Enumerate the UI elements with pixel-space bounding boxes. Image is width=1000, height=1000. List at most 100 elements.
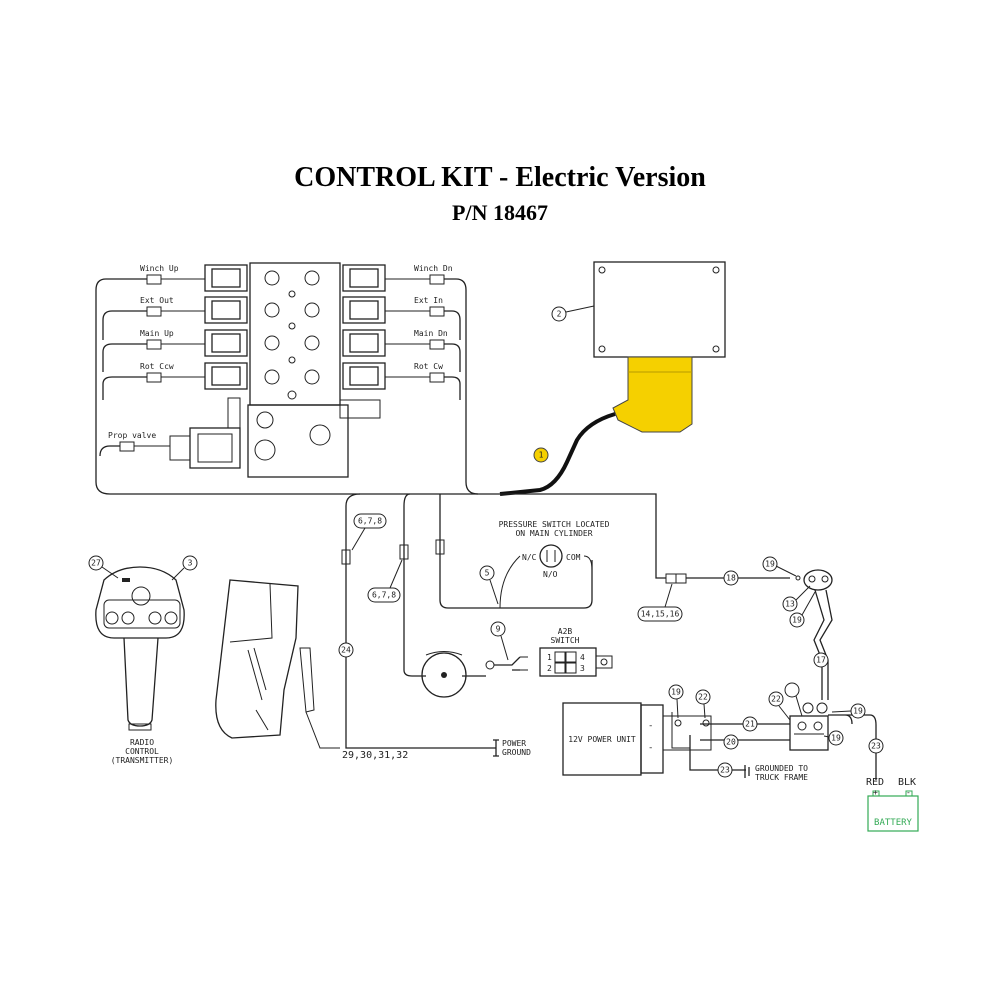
power-ground: POWER GROUND (493, 739, 531, 757)
callout-9: 9 (490, 621, 509, 661)
receiver-connector (612, 356, 693, 433)
svg-text:19: 19 (831, 734, 841, 743)
radio-line1: RADIO (130, 738, 154, 747)
svg-text:23: 23 (871, 742, 881, 751)
callout-13: 13 (782, 585, 811, 612)
truck-ground-line1: GROUNDED TO (755, 764, 808, 773)
callout-19-b: 19 (789, 591, 816, 628)
callout-19-a: 19 (762, 556, 797, 577)
svg-text:21: 21 (745, 720, 755, 729)
label-prop-valve: Prop valve (108, 431, 156, 440)
svg-text:19: 19 (671, 688, 681, 697)
a2b-pin-3: 3 (580, 664, 585, 673)
valve-labels-right: Winch Dn Ext In Main Dn Rot Cw (414, 264, 453, 371)
pressure-switch: PRESSURE SWITCH LOCATED ON MAIN CYLINDER… (499, 520, 610, 609)
svg-text:19: 19 (792, 616, 802, 625)
valve-labels-left: Winch Up Ext Out Main Up Rot Ccw Prop va… (108, 264, 179, 440)
cable-reel (421, 651, 495, 698)
pressure-switch-nc: N/C (522, 553, 537, 562)
callouts: 1 2 3 27 5 9 6,7,8 6,7,8 (88, 305, 884, 778)
a2b-switch: A2B SWITCH 1 4 2 3 (520, 627, 613, 677)
a2b-pin-4: 4 (580, 653, 585, 662)
svg-text:5: 5 (485, 569, 490, 578)
callout-21: 21 (742, 716, 758, 732)
battery-plus: + (873, 788, 878, 797)
svg-text:3: 3 (188, 559, 193, 568)
inline-connectors (341, 539, 687, 584)
battery-red: RED (866, 777, 884, 788)
svg-text:29,30,31,32: 29,30,31,32 (342, 750, 408, 761)
power-ground-line1: POWER (502, 739, 526, 748)
left-solenoids (204, 264, 248, 390)
valve-harness (95, 278, 479, 495)
label-main-up: Main Up (140, 329, 174, 338)
truck-frame-ground: GROUNDED TO TRUCK FRAME (755, 764, 808, 782)
a2b-pin-1: 1 (547, 653, 552, 662)
power-ground-line2: GROUND (502, 748, 531, 757)
right-solenoids (342, 264, 386, 390)
callout-2: 2 (551, 305, 595, 322)
pressure-switch-no: N/O (543, 570, 558, 579)
label-winch-up: Winch Up (140, 264, 179, 273)
main-harness-cable (499, 412, 616, 496)
a2b-line1: A2B (558, 627, 573, 636)
valve-inlet-block (247, 404, 349, 478)
power-unit-label: 12V POWER UNIT (568, 735, 636, 744)
callout-29-32: 29,30,31,32 (342, 750, 408, 761)
callout-23-a: 23 (717, 762, 733, 778)
svg-text:14,15,16: 14,15,16 (641, 610, 680, 619)
callout-141516: 14,15,16 (637, 583, 683, 622)
svg-text:24: 24 (341, 646, 351, 655)
svg-text:27: 27 (91, 559, 101, 568)
terminal-block (795, 569, 833, 591)
battery: BATTERY RED BLK + - (866, 777, 919, 832)
transmitter-holster (215, 579, 340, 749)
label-rot-cw: Rot Cw (414, 362, 443, 371)
svg-text:22: 22 (771, 695, 781, 704)
battery-minus: - (906, 788, 911, 797)
callout-24: 24 (338, 642, 354, 658)
label-winch-dn: Winch Dn (414, 264, 453, 273)
svg-text:17: 17 (816, 656, 826, 665)
pressure-switch-com: COM (566, 553, 581, 562)
svg-text:19: 19 (765, 560, 775, 569)
label-main-dn: Main Dn (414, 329, 448, 338)
callout-27: 27 (88, 555, 119, 579)
radio-line3: (TRANSMITTER) (111, 756, 174, 765)
svg-text:-: - (648, 743, 653, 753)
valve-body (249, 262, 341, 406)
callout-19-c: 19 (668, 684, 684, 719)
diagram-title: CONTROL KIT - Electric Version (294, 162, 706, 193)
callout-19-e: 19 (823, 730, 844, 746)
truck-ground-line2: TRUCK FRAME (755, 773, 808, 782)
callout-678-lower: 6,7,8 (367, 559, 403, 603)
battery-blk: BLK (898, 777, 916, 788)
pressure-switch-line1: PRESSURE SWITCH LOCATED (499, 520, 610, 529)
callout-12 (784, 682, 803, 717)
part-number: P/N 18467 (452, 200, 548, 225)
svg-text:2: 2 (557, 310, 562, 319)
callout-18: 18 (723, 570, 739, 586)
svg-text:1: 1 (539, 451, 544, 460)
label-rot-ccw: Rot Ccw (140, 362, 174, 371)
callout-19-d: 19 (831, 703, 866, 719)
label-ext-in: Ext In (414, 296, 443, 305)
callout-3: 3 (171, 555, 198, 581)
callout-23-b: 23 (868, 738, 884, 754)
svg-text:20: 20 (726, 738, 736, 747)
svg-text:6,7,8: 6,7,8 (372, 591, 396, 600)
radio-transmitter: RADIO CONTROL (TRANSMITTER) (95, 566, 185, 765)
a2b-pin-2: 2 (547, 664, 552, 673)
svg-text:-: - (648, 721, 653, 731)
callout-22-a: 22 (695, 689, 711, 719)
svg-text:22: 22 (698, 693, 708, 702)
radio-line2: CONTROL (125, 747, 159, 756)
callout-17: 17 (813, 652, 829, 668)
svg-text:18: 18 (726, 574, 736, 583)
pressure-switch-line2: ON MAIN CYLINDER (515, 529, 592, 538)
svg-text:6,7,8: 6,7,8 (358, 517, 382, 526)
relay-solenoid (789, 702, 829, 751)
callout-1: 1 (533, 447, 549, 463)
svg-text:23: 23 (720, 766, 730, 775)
callout-22-b: 22 (768, 691, 791, 721)
